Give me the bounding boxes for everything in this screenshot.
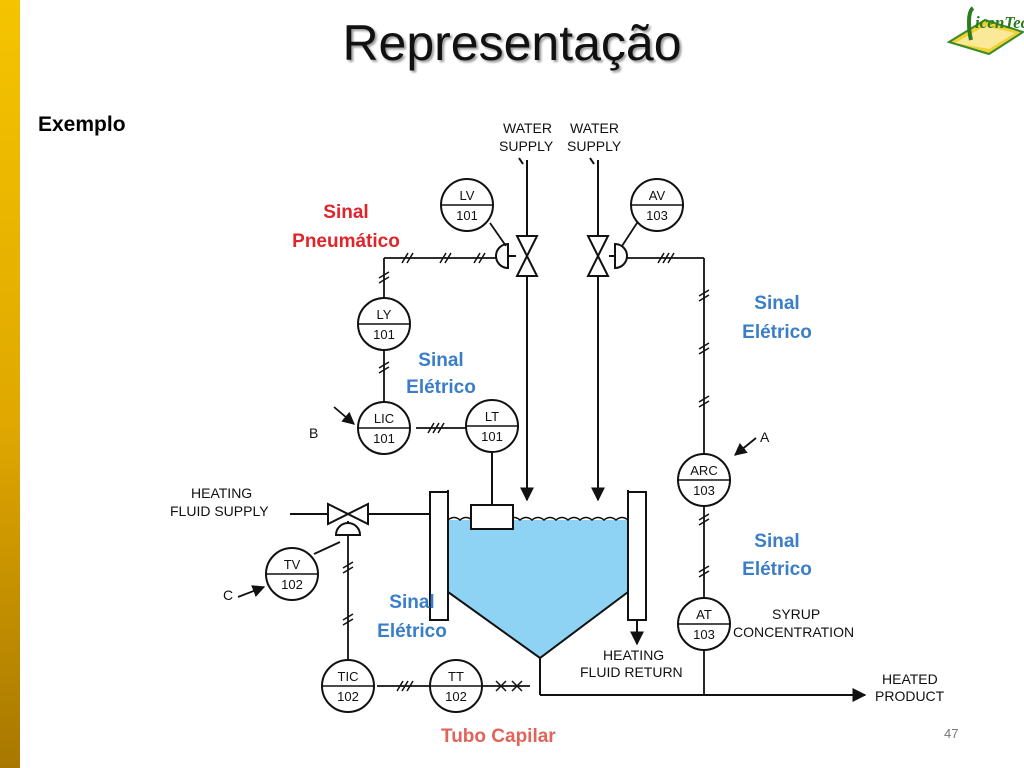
av-connection xyxy=(621,222,638,247)
heating-jacket-left xyxy=(429,491,449,621)
electric-signal-ly-lic-line1: Sinal xyxy=(418,350,463,371)
capillary-tube-label: Tubo Capilar xyxy=(441,726,556,747)
electric-signal-ly-lic-line2: Elétrico xyxy=(406,377,476,398)
lv-letters: LV xyxy=(460,188,475,203)
water-supply-2-line2: SUPPLY xyxy=(567,138,622,154)
svg-text:icenTec: icenTec xyxy=(975,13,1024,32)
heated-product-line2: PRODUCT xyxy=(875,688,945,704)
lt-number: 101 xyxy=(481,429,503,444)
instrument-lv-101: LV 101 xyxy=(440,178,494,232)
signal-hash-marks xyxy=(342,252,710,692)
tank-fluid xyxy=(448,520,628,658)
tt-letters: TT xyxy=(448,669,464,684)
ly-letters: LY xyxy=(377,307,392,322)
input-b-label: B xyxy=(309,425,318,441)
instrument-at-103: AT 103 xyxy=(677,597,731,651)
at-letters: AT xyxy=(696,607,712,622)
electric-signal-tv-tic-line1: Sinal xyxy=(389,592,434,613)
lt-letters: LT xyxy=(485,409,499,424)
heating-fluid-supply-line1: HEATING xyxy=(191,485,252,501)
electric-signal-av-line2: Elétrico xyxy=(742,322,812,343)
instrument-av-103: AV 103 xyxy=(630,178,684,232)
pneumatic-signal-line1: Sinal xyxy=(323,202,368,223)
water-supply-2-line1: WATER xyxy=(570,120,619,136)
electric-signal-tv-tic-line2: Elétrico xyxy=(377,621,447,642)
control-valve-water-2 xyxy=(586,235,628,277)
control-valve-water-1 xyxy=(495,235,539,277)
tv-letters: TV xyxy=(284,557,301,572)
instrument-tic-102: TIC 102 xyxy=(321,659,375,713)
lic-letters: LIC xyxy=(374,411,394,426)
electric-signal-av-line1: Sinal xyxy=(754,293,799,314)
heating-fluid-return-line2: FLUID RETURN xyxy=(580,664,683,680)
heating-jacket-right xyxy=(627,491,647,621)
tt-number: 102 xyxy=(445,689,467,704)
slide-title: Representação xyxy=(342,15,682,71)
lv-number: 101 xyxy=(456,208,478,223)
av-letters: AV xyxy=(649,188,666,203)
ly-number: 101 xyxy=(373,327,395,342)
tv-connection xyxy=(313,541,341,555)
heated-product-line1: HEATED xyxy=(882,671,938,687)
level-float xyxy=(470,504,514,530)
instrument-lic-101: LIC 101 xyxy=(357,401,411,455)
lv-connection xyxy=(489,222,507,247)
instrument-ly-101: LY 101 xyxy=(357,297,411,351)
page-number: 47 xyxy=(944,726,959,741)
water-supply-1-line1: WATER xyxy=(503,120,552,136)
control-valve-heating xyxy=(327,502,369,536)
tic-letters: TIC xyxy=(338,669,359,684)
electric-signal-arc-at-line1: Sinal xyxy=(754,531,799,552)
syrup-concentration-line1: SYRUP xyxy=(772,606,820,622)
slide-subtitle: Exemplo xyxy=(38,113,126,136)
syrup-concentration-line2: CONCENTRATION xyxy=(733,624,854,640)
licentec-logo: icenTec xyxy=(946,6,1024,56)
lic-number: 101 xyxy=(373,431,395,446)
input-c-label: C xyxy=(223,587,233,603)
tv-number: 102 xyxy=(281,577,303,592)
instrument-tt-102: TT 102 xyxy=(429,659,483,713)
arc-number: 103 xyxy=(693,483,715,498)
tank xyxy=(429,490,647,660)
input-a-label: A xyxy=(760,429,770,445)
electric-signal-arc-at-line2: Elétrico xyxy=(742,559,812,580)
instrument-lt-101: LT 101 xyxy=(465,399,519,453)
heating-fluid-return-line1: HEATING xyxy=(603,647,664,663)
instrument-arc-103: ARC 103 xyxy=(677,453,731,507)
at-number: 103 xyxy=(693,627,715,642)
pneumatic-signal-line2: Pneumático xyxy=(292,231,400,252)
accent-side-bar xyxy=(0,0,20,768)
water-supply-1-line2: SUPPLY xyxy=(499,138,554,154)
heating-fluid-supply-line2: FLUID SUPPLY xyxy=(170,503,269,519)
av-number: 103 xyxy=(646,208,668,223)
arc-letters: ARC xyxy=(690,463,717,478)
instrument-tv-102: TV 102 xyxy=(265,547,319,601)
tic-number: 102 xyxy=(337,689,359,704)
signal-lines xyxy=(237,257,757,695)
